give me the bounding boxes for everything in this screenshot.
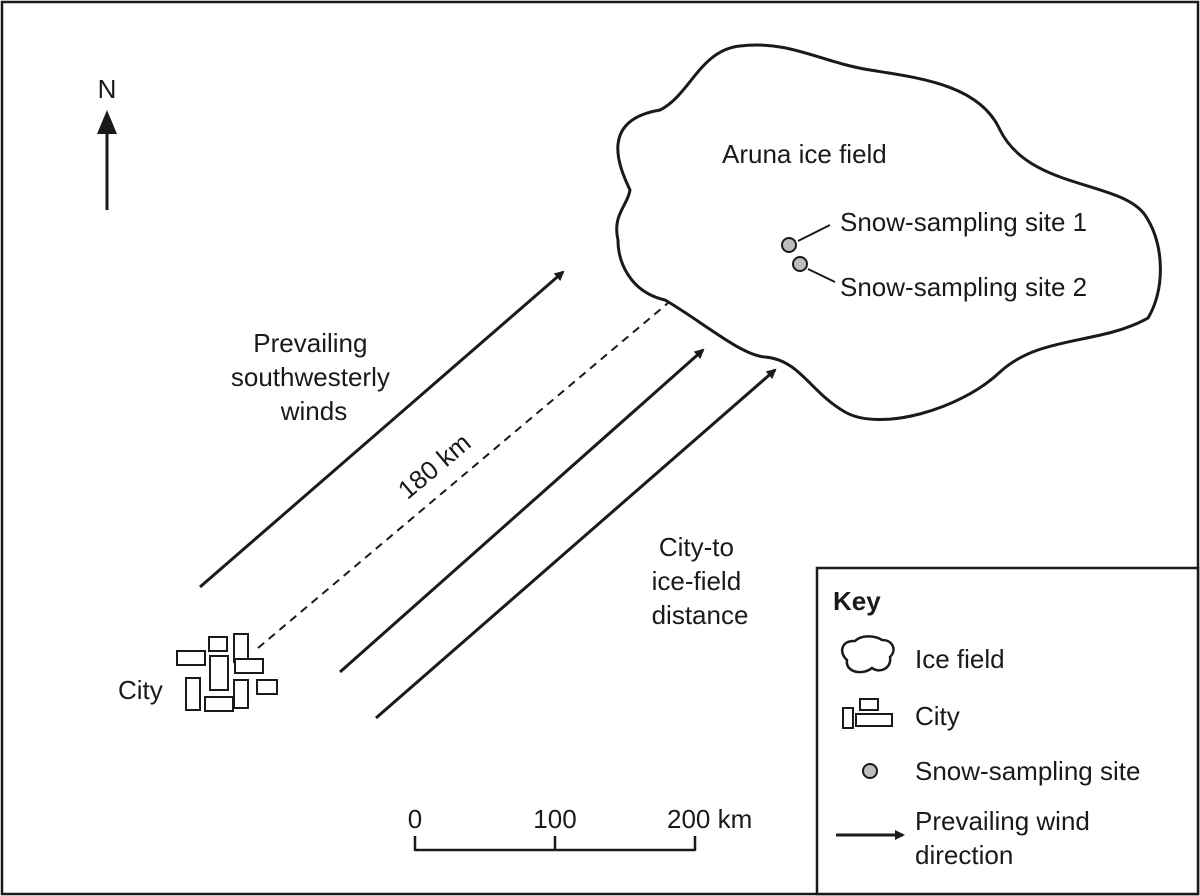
wind-label: Prevailing southwesterly winds (231, 328, 397, 426)
wind-arrows (199, 270, 777, 720)
site-key-icon (862, 763, 878, 779)
key-city-label: City (915, 701, 960, 731)
distance-caption-line-3: distance (652, 600, 749, 630)
key-site-label: Snow-sampling site (915, 756, 1140, 786)
north-label: N (98, 74, 117, 104)
city-key-icon (842, 698, 893, 729)
site-marker-icon (781, 237, 797, 253)
key-wind-label-line-2: direction (915, 840, 1013, 870)
north-arrowhead-icon (97, 110, 117, 134)
key-wind-label: Prevailing wind direction (915, 806, 1097, 870)
scale-bar: 0 100 200 km (408, 804, 752, 852)
ice-field-outline (615, 43, 1162, 421)
key-title: Key (833, 586, 881, 616)
key-ice-field-label: Ice field (915, 644, 1005, 674)
key-wind-label-line-1: Prevailing wind (915, 806, 1090, 836)
distance-line (257, 302, 669, 649)
site-marker-icon (792, 256, 808, 272)
ice-field-key-icon (840, 635, 895, 674)
wind-label-line-2: southwesterly (231, 362, 390, 392)
site-1-label: Snow-sampling site 1 (840, 207, 1087, 237)
wind-label-line-3: winds (280, 396, 347, 426)
city-icon (176, 633, 278, 712)
ice-field-name: Aruna ice field (722, 139, 887, 169)
key-box (815, 566, 1200, 896)
scale-tick-label: 0 (408, 804, 422, 834)
wind-arrow (339, 348, 705, 674)
map-key: Key Ice field City Snow-sampling site Pr… (815, 566, 1200, 896)
wind-arrow (199, 270, 565, 589)
wind-label-line-1: Prevailing (253, 328, 367, 358)
sampling-site-2: Snow-sampling site 2 (792, 256, 1087, 302)
sampling-site-1: Snow-sampling site 1 (781, 207, 1087, 253)
site-2-label: Snow-sampling site 2 (840, 272, 1087, 302)
north-arrow: N (97, 74, 117, 210)
distance-value-label: 180 km (392, 427, 477, 505)
distance-caption: City-to ice-field distance (652, 532, 749, 630)
scale-tick-label: 100 (533, 804, 576, 834)
distance-caption-line-2: ice-field (652, 566, 742, 596)
distance-caption-line-1: City-to (659, 532, 734, 562)
scale-tick-label: 200 km (667, 804, 752, 834)
wind-arrow (375, 368, 777, 720)
city-label: City (118, 675, 163, 705)
